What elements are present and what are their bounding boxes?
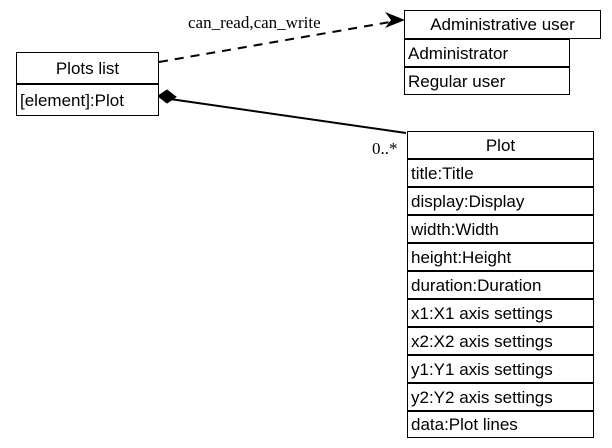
class-attribute-row: height:Height xyxy=(407,243,594,271)
class-attribute-row: x1:X1 axis settings xyxy=(407,299,594,327)
class-attribute-row: y2:Y2 axis settings xyxy=(407,383,594,411)
class-attribute-row: data:Plot lines xyxy=(407,411,594,438)
dependency-arrowhead-icon xyxy=(385,12,405,28)
class-name-administrative-user: Administrative user xyxy=(404,10,601,39)
class-attribute-row: x2:X2 axis settings xyxy=(407,327,594,355)
class-attribute-row: duration:Duration xyxy=(407,271,594,299)
class-attribute-row: Administrator xyxy=(404,39,570,67)
class-name-plots-list: Plots list xyxy=(16,52,159,84)
class-attribute-row: display:Display xyxy=(407,187,594,215)
dependency-edge-label: can_read,can_write xyxy=(188,13,321,32)
class-attribute-row: Regular user xyxy=(404,67,570,95)
class-name-plot: Plot xyxy=(407,131,594,159)
class-attribute-row: y1:Y1 axis settings xyxy=(407,355,594,383)
class-attribute-row: width:Width xyxy=(407,215,594,243)
class-attribute-row: title:Title xyxy=(407,159,594,187)
composition-multiplicity-label: 0..* xyxy=(372,139,398,158)
composition-line xyxy=(169,98,407,134)
class-attribute-row: [element]:Plot xyxy=(16,84,159,116)
composition-diamond-icon xyxy=(157,89,177,104)
